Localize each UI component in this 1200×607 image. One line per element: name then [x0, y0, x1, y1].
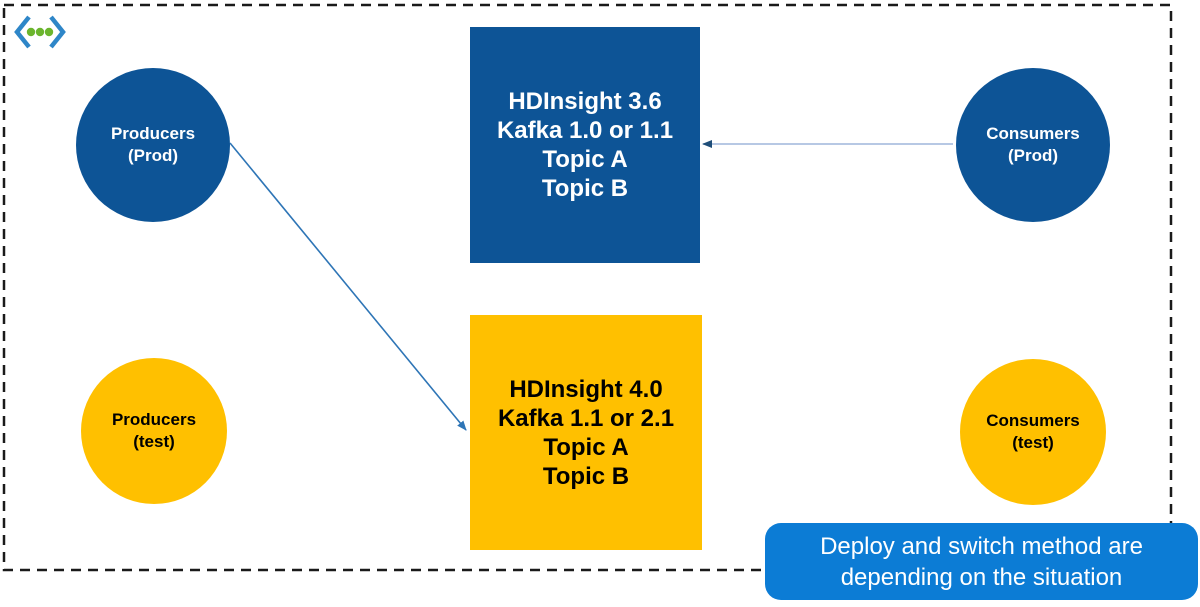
logo-dot-2	[35, 27, 45, 37]
hdinsight-40-kafka-version: Kafka 1.1 or 2.1	[497, 404, 675, 432]
hdinsight-40-cluster-node: HDInsight 4.0 Kafka 1.1 or 2.1 Topic A T…	[470, 315, 702, 550]
producers-test-node: Producers (test)	[81, 358, 227, 504]
hdinsight-36-title: HDInsight 3.6	[508, 88, 662, 115]
producers-prod-to-hdinsight40-arrow	[229, 142, 467, 431]
deploy-note-line2: depending on the situation	[840, 563, 1123, 591]
hdinsight-40-topic-a: Topic A	[543, 433, 629, 461]
producers-test-label-line2: (test)	[133, 432, 175, 451]
hdinsight-40-topic-b: Topic B	[542, 462, 630, 490]
code-brackets-logo-icon	[14, 15, 66, 49]
left-chevron-icon	[14, 15, 31, 49]
consumers-test-node: Consumers (test)	[960, 359, 1106, 505]
logo-dot-1	[26, 27, 36, 37]
hdinsight-36-cluster-node: HDInsight 3.6 Kafka 1.0 or 1.1 Topic A T…	[470, 27, 700, 263]
logo-dot-3	[44, 27, 54, 37]
consumers-prod-label-line2: (Prod)	[1007, 146, 1059, 165]
deploy-note-line1: Deploy and switch method are	[820, 532, 1143, 560]
consumers-test-label-line2: (test)	[1012, 433, 1054, 452]
producers-prod-label-line1: Producers	[110, 124, 196, 143]
right-chevron-icon	[49, 15, 66, 49]
consumers-prod-label-line1: Consumers	[986, 124, 1080, 143]
consumers-test-label-line1: Consumers	[986, 411, 1080, 430]
producers-test-label-line1: Producers	[111, 410, 197, 429]
hdinsight-36-topic-b: Topic B	[541, 175, 629, 202]
hdinsight-36-kafka-version: Kafka 1.0 or 1.1	[496, 117, 674, 144]
consumers-prod-node: Consumers (Prod)	[956, 68, 1110, 222]
deploy-note-callout: Deploy and switch method are depending o…	[765, 523, 1198, 600]
producers-prod-node: Producers (Prod)	[76, 68, 230, 222]
producers-prod-label-line2: (Prod)	[127, 146, 179, 165]
hdinsight-40-title: HDInsight 4.0	[509, 375, 663, 403]
hdinsight-36-topic-a: Topic A	[542, 146, 628, 173]
